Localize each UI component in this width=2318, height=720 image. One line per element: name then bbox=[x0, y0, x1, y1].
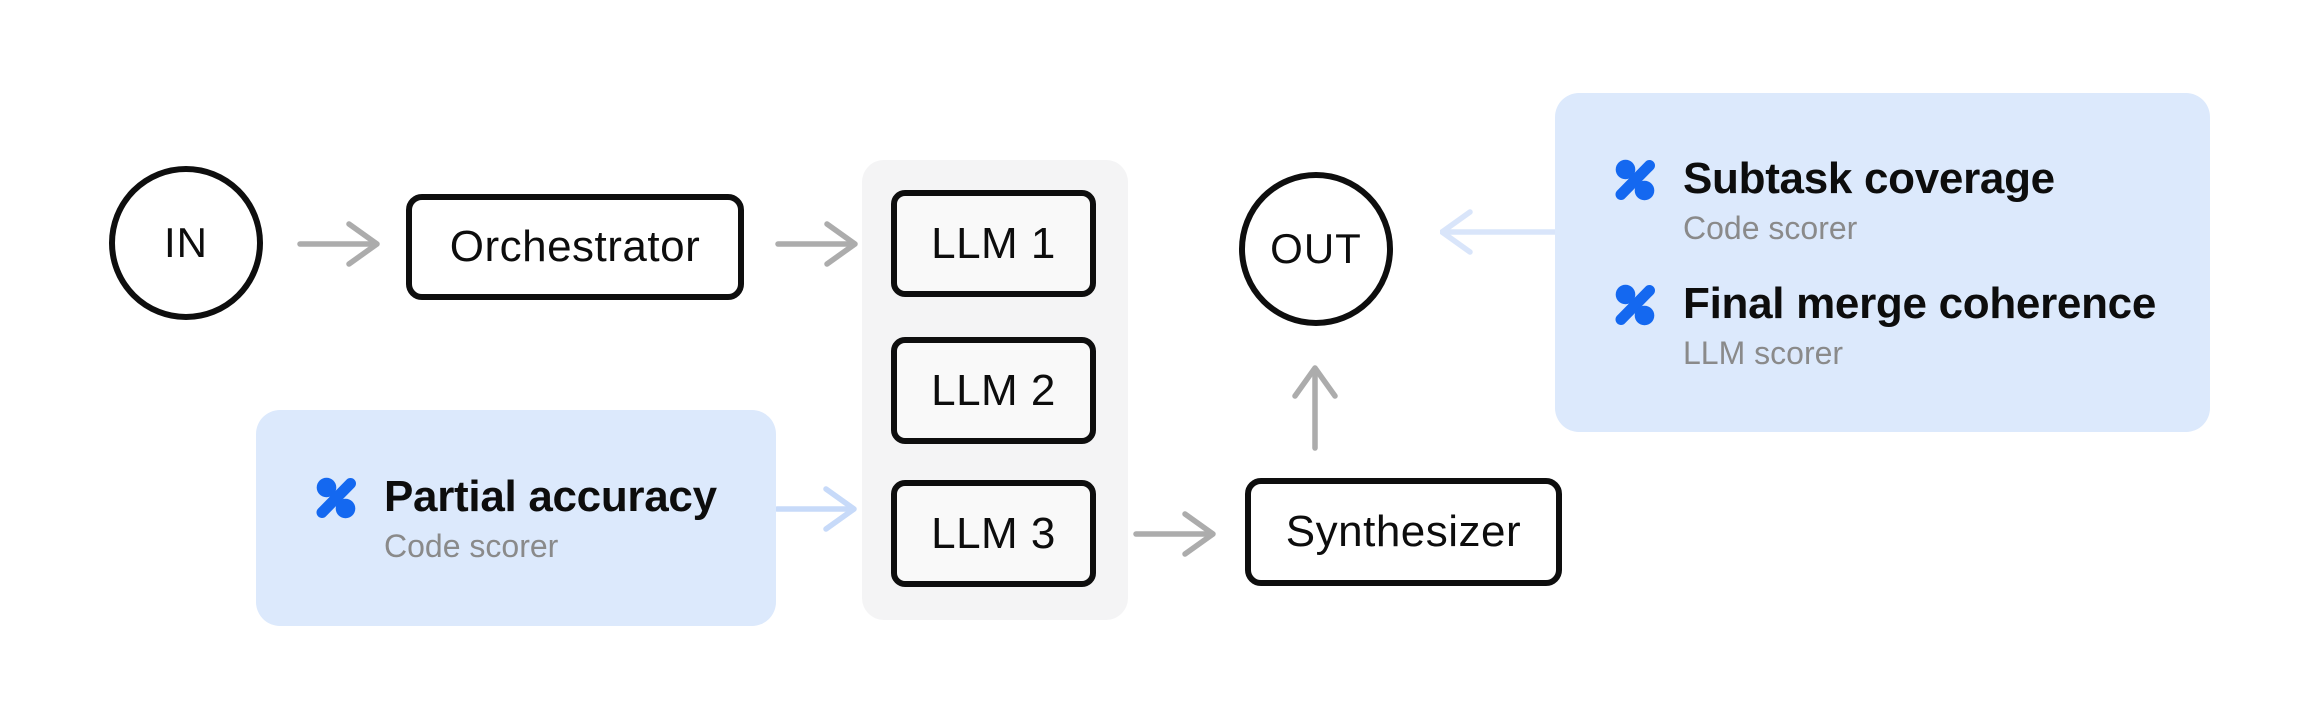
arrow-orchestrator-to-llms bbox=[775, 221, 858, 267]
node-llm-2-label: LLM 2 bbox=[931, 365, 1056, 415]
scorer-row: Subtask coverage Code scorer bbox=[1613, 153, 2190, 246]
scorer-subtitle: Code scorer bbox=[384, 527, 559, 564]
node-llm-1: LLM 1 bbox=[891, 190, 1096, 297]
node-llm-1-label: LLM 1 bbox=[931, 218, 1056, 268]
percent-icon bbox=[316, 477, 356, 518]
scorer-card-output-scorers: Subtask coverage Code scorer Final merge… bbox=[1555, 93, 2210, 432]
node-llm-3-label: LLM 3 bbox=[931, 508, 1056, 558]
scorer-title: Final merge coherence bbox=[1683, 278, 2156, 328]
scorer-title: Partial accuracy bbox=[384, 471, 717, 521]
node-out-label: OUT bbox=[1270, 225, 1362, 272]
node-llm-2: LLM 2 bbox=[891, 337, 1096, 444]
scorer-title: Subtask coverage bbox=[1683, 153, 2055, 203]
node-orchestrator: Orchestrator bbox=[406, 194, 744, 300]
arrow-partial-accuracy-to-llm3 bbox=[774, 486, 857, 532]
node-out: OUT bbox=[1239, 172, 1393, 326]
node-synthesizer-label: Synthesizer bbox=[1285, 507, 1522, 556]
percent-icon bbox=[1615, 159, 1655, 200]
scorer-row: Final merge coherence LLM scorer bbox=[1613, 278, 2190, 371]
arrow-output-scorers-to-out bbox=[1440, 209, 1562, 255]
node-in-label: IN bbox=[164, 219, 208, 266]
arrow-llm3-to-synthesizer bbox=[1133, 511, 1216, 557]
scorer-text: Final merge coherence LLM scorer bbox=[1683, 278, 2156, 371]
node-synthesizer: Synthesizer bbox=[1245, 478, 1562, 586]
scorer-text: Subtask coverage Code scorer bbox=[1683, 153, 2055, 246]
scorer-subtitle: LLM scorer bbox=[1683, 334, 1844, 371]
scorer-text: Partial accuracy Code scorer bbox=[384, 471, 717, 564]
scorer-card-partial-accuracy: Partial accuracy Code scorer bbox=[256, 410, 776, 626]
percent-icon bbox=[1615, 284, 1655, 325]
scorer-subtitle: Code scorer bbox=[1683, 209, 1858, 246]
arrow-synthesizer-to-out bbox=[1292, 365, 1338, 451]
node-orchestrator-label: Orchestrator bbox=[449, 222, 701, 271]
scorer-row: Partial accuracy Code scorer bbox=[314, 471, 756, 564]
node-in: IN bbox=[109, 166, 263, 320]
arrow-in-to-orchestrator bbox=[297, 221, 380, 267]
node-llm-3: LLM 3 bbox=[891, 480, 1096, 587]
